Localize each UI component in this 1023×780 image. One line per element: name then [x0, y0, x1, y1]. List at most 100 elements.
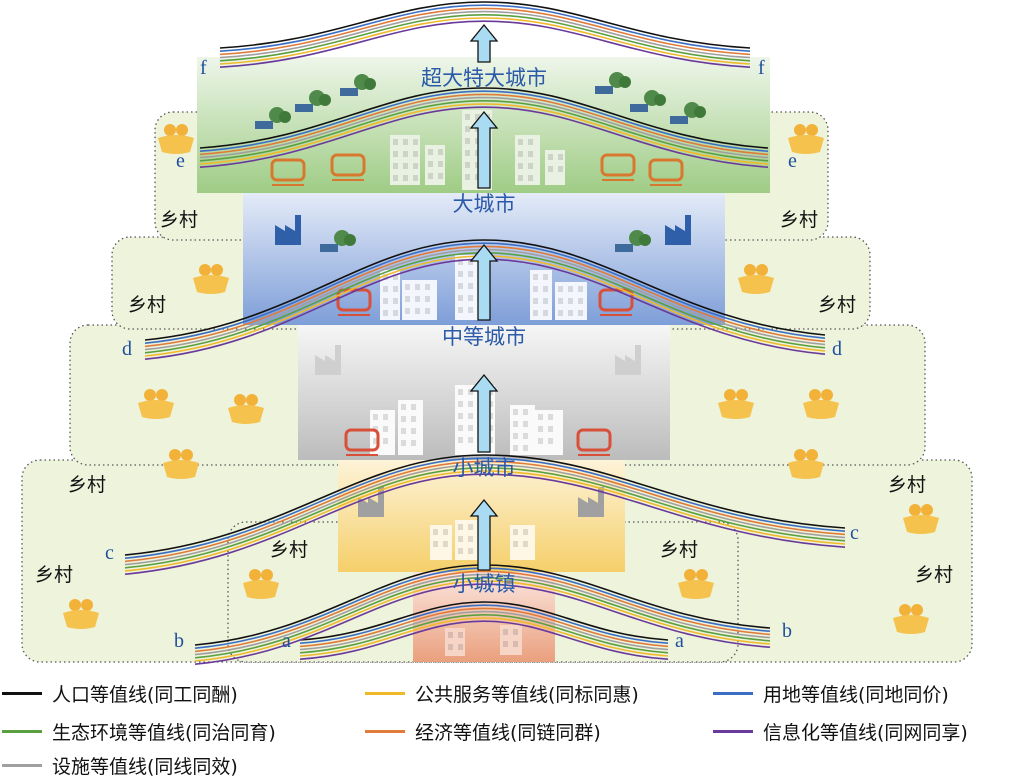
legend-label: 生态环境等值线(同治同育)	[52, 722, 276, 744]
legend-item-facilities: 设施等值线(同线同效)	[2, 752, 238, 779]
isoline-e-1	[199, 90, 769, 152]
legend-swatch	[2, 692, 42, 695]
legend-swatch	[365, 692, 405, 695]
isoline-a-1	[299, 604, 669, 644]
park-tree-icon	[670, 102, 706, 124]
isoline-a-6	[299, 620, 669, 660]
metro-icon	[330, 153, 366, 181]
farmland-sun-icon	[163, 449, 199, 479]
train-icon	[648, 158, 684, 186]
isoline-letter-c: c	[850, 522, 859, 544]
isoline-letter-a: a	[675, 630, 684, 652]
isoline-a-4	[299, 613, 669, 654]
isoline-c-4	[124, 466, 846, 569]
farmland-sun-icon	[718, 389, 754, 419]
rural-label: 乡村	[68, 474, 107, 496]
isoline-letter-d: d	[832, 338, 842, 360]
isoline-d-1	[144, 242, 826, 344]
farmland-sun-icon	[243, 569, 279, 599]
upward-arrow-icon	[469, 243, 499, 321]
building-icon	[515, 135, 540, 185]
isoline-c-6	[124, 473, 846, 575]
park-tree-icon	[255, 107, 291, 129]
farmland-sun-icon	[228, 394, 264, 424]
building-icon	[455, 520, 480, 560]
city-label-small: 小城市	[452, 456, 516, 480]
legend-item-information: 信息化等值线(同网同享)	[713, 718, 968, 745]
train-icon	[270, 158, 306, 186]
isoline-letter-e: e	[788, 150, 797, 172]
isoline-letter-a: a	[282, 630, 291, 652]
farmland-sun-icon	[803, 389, 839, 419]
isoline-e-2	[199, 93, 769, 156]
city-label-medium: 中等城市	[442, 325, 526, 349]
upward-arrow-icon	[469, 23, 499, 63]
rural-label: 乡村	[780, 209, 819, 231]
legend-item-population: 人口等值线(同工同酬)	[2, 680, 238, 707]
legend-swatch	[713, 692, 753, 695]
isoline-letter-f: f	[758, 57, 765, 79]
isoline-f-5	[219, 17, 751, 65]
factory-icon	[578, 487, 604, 517]
rural-label: 乡村	[915, 564, 954, 586]
park-tree-icon	[340, 74, 376, 96]
building-icon	[430, 525, 452, 560]
rural-label: 乡村	[128, 294, 167, 316]
legend-item-land: 用地等值线(同地同价)	[713, 680, 949, 707]
factory-icon	[358, 487, 384, 517]
isoline-letter-b: b	[782, 620, 792, 642]
isoline-c-5	[124, 470, 846, 572]
isoline-c-0	[124, 454, 846, 556]
rural-label: 乡村	[160, 209, 199, 231]
isoline-b-2	[194, 570, 771, 653]
isoline-letter-c: c	[105, 542, 114, 564]
upward-arrow-icon	[469, 373, 499, 453]
legend-label: 信息化等值线(同网同享)	[763, 722, 968, 744]
building-icon	[545, 150, 565, 185]
isoline-b-6	[194, 583, 771, 665]
city-label-super: 超大特大城市	[421, 66, 547, 90]
farmland-sun-icon	[738, 264, 774, 294]
building-icon	[535, 410, 563, 455]
rural-label: 乡村	[35, 564, 74, 586]
isoline-d-0	[144, 239, 826, 341]
isoline-f-4	[219, 13, 751, 62]
isoline-letter-e: e	[176, 150, 185, 172]
bus-icon	[336, 288, 372, 316]
legend-item-public-service: 公共服务等值线(同标同惠)	[365, 680, 639, 707]
legend-label: 设施等值线(同线同效)	[52, 756, 238, 778]
isoline-f-2	[219, 7, 751, 56]
building-icon	[510, 525, 535, 560]
legend-swatch	[2, 764, 42, 767]
isoline-c-3	[124, 463, 846, 566]
legend-item-economy: 经济等值线(同链同群)	[365, 718, 601, 745]
isoline-b-4	[194, 576, 771, 659]
isoline-c-1	[124, 457, 846, 559]
park-tree-icon	[615, 230, 651, 252]
building-icon	[370, 410, 395, 455]
bus-icon	[576, 428, 612, 456]
isoline-e-0	[199, 87, 769, 149]
park-tree-icon	[630, 90, 666, 112]
farmland-sun-icon	[138, 389, 174, 419]
legend-label: 人口等值线(同工同酬)	[52, 684, 238, 706]
legend-swatch	[365, 730, 405, 733]
isoline-a-5	[299, 617, 669, 657]
farmland-sun-icon	[788, 449, 824, 479]
bus-icon	[344, 428, 380, 456]
farmland-sun-icon	[678, 569, 714, 599]
isoline-e-5	[199, 103, 769, 165]
isoline-e-4	[199, 99, 769, 162]
building-icon	[530, 270, 552, 320]
building-icon	[425, 145, 445, 185]
isoline-f-1	[219, 4, 751, 52]
isoline-f-3	[219, 10, 751, 59]
factory-icon	[315, 345, 341, 375]
park-tree-icon	[595, 72, 631, 94]
isoline-f-6	[219, 20, 751, 68]
building-icon	[500, 625, 522, 655]
building-icon	[398, 400, 423, 455]
upward-arrow-icon	[469, 498, 499, 571]
